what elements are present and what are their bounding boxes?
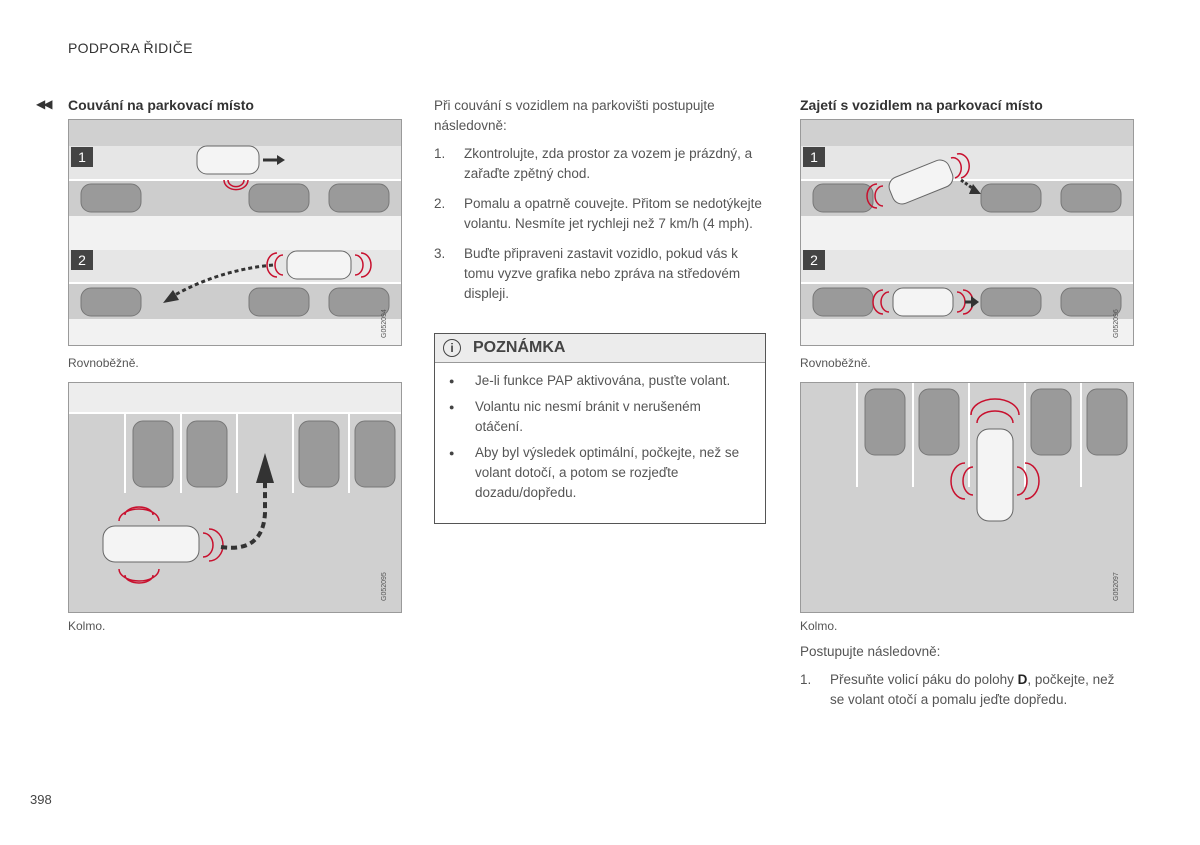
figure-caption: Kolmo. bbox=[800, 619, 838, 633]
step-item: 3.Buďte připraveni zastavit vozidlo, pok… bbox=[434, 246, 741, 301]
figure-parallel-forward: 1 2 G052096 bbox=[800, 119, 1134, 346]
figure-caption: Rovnoběžně. bbox=[68, 356, 139, 370]
parked-car bbox=[80, 183, 390, 317]
step-item: 1.Zkontrolujte, zda prostor za vozem je … bbox=[434, 146, 753, 181]
step-badge-1: 1 bbox=[803, 147, 825, 167]
step-badge-2: 2 bbox=[803, 250, 825, 270]
step-badge-1: 1 bbox=[71, 147, 93, 167]
figure-perpendicular-forward: G052097 bbox=[800, 382, 1134, 613]
intro-text: Při couvání s vozidlem na parkovišti pos… bbox=[434, 98, 715, 133]
figure-parallel-reverse: 1 2 G052094 bbox=[68, 119, 402, 346]
right-intro-text: Postupujte následovně: bbox=[800, 644, 941, 659]
right-section-title: Zajetí s vozidlem na parkovací místo bbox=[800, 97, 1043, 113]
figure-caption: Kolmo. bbox=[68, 619, 106, 633]
step-item: 2.Pomalu a opatrně couvejte. Přitom se n… bbox=[434, 196, 762, 231]
figure-code: G052094 bbox=[381, 309, 388, 338]
step-text: Přesuňte volicí páku do polohy D, počkej… bbox=[830, 672, 1115, 707]
page-number: 398 bbox=[30, 792, 52, 807]
double-chevron-left-icon[interactable]: ◀◀ bbox=[36, 97, 53, 111]
figure-code: G052096 bbox=[1113, 309, 1120, 338]
left-section-title: Couvání na parkovací místo bbox=[68, 97, 254, 113]
note-box: i POZNÁMKA Je-li funkce PAP aktivována, … bbox=[434, 333, 766, 524]
figure-caption: Rovnoběžně. bbox=[800, 356, 871, 370]
note-title: POZNÁMKA bbox=[473, 339, 566, 356]
note-header: i POZNÁMKA bbox=[435, 334, 765, 363]
note-list: Je-li funkce PAP aktivována, pusťte vola… bbox=[435, 371, 765, 503]
page-header-title: PODPORA ŘIDIČE bbox=[68, 40, 193, 56]
info-icon: i bbox=[443, 339, 461, 357]
right-step: 1. Přesuňte volicí páku do polohy D, poč… bbox=[800, 670, 1130, 710]
note-item: Volantu nic nesmí bránit v nerušeném otá… bbox=[449, 397, 749, 437]
note-item: Je-li funkce PAP aktivována, pusťte vola… bbox=[449, 371, 749, 391]
step-number: 1. bbox=[800, 672, 812, 687]
steps-list: 1.Zkontrolujte, zda prostor za vozem je … bbox=[434, 144, 768, 314]
step-badge-2: 2 bbox=[71, 250, 93, 270]
figure-code: G052097 bbox=[1113, 572, 1120, 601]
figure-code: G052095 bbox=[381, 572, 388, 601]
figure-perpendicular-reverse: G052095 bbox=[68, 382, 402, 613]
note-item: Aby byl výsledek optimální, počkejte, ne… bbox=[449, 443, 749, 503]
